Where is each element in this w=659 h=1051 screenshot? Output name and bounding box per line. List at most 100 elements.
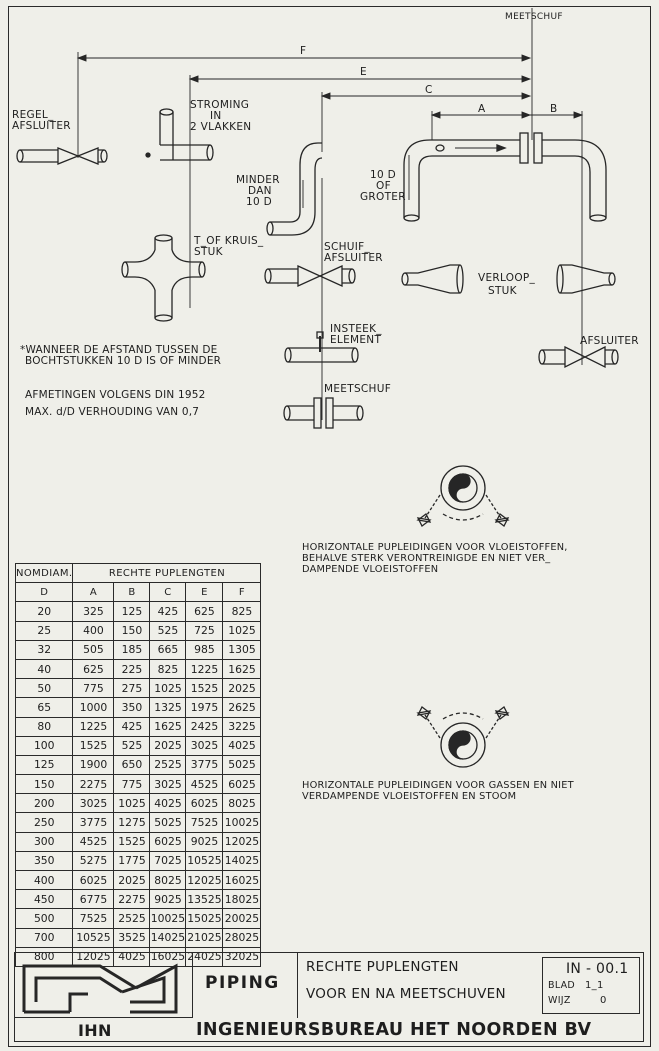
note-gas-1: HORIZONTALE PUPLEIDINGEN VOOR GASSEN EN … <box>302 780 574 791</box>
table-cell: 350 <box>113 697 151 718</box>
note-vloei-3: DAMPENDE VLOEISTOFFEN <box>302 564 439 575</box>
label-regel-1: REGEL_ <box>12 109 54 121</box>
dim-label-a: A <box>478 103 486 115</box>
table-cell: 505 <box>72 639 115 660</box>
table-cell: 500 <box>14 908 74 929</box>
table-cell: 40 <box>14 658 74 680</box>
table-column-header: F <box>222 582 262 603</box>
table-cell: 2625 <box>222 697 262 718</box>
table-cell: 2275 <box>113 889 151 910</box>
table-cell: 2275 <box>72 774 115 795</box>
blad-value: 1_1 <box>585 980 604 991</box>
table-cell: 1625 <box>222 658 262 680</box>
note-vloei-1: HORIZONTALE PUPLEIDINGEN VOOR VLOEISTOFF… <box>302 542 568 553</box>
label-minder-3: 10 D <box>246 196 272 208</box>
label-schuif-1: SCHUIF_ <box>324 241 371 253</box>
table-cell: 3025 <box>149 774 187 795</box>
table-cell: 2025 <box>113 869 151 891</box>
table-cell: 1525 <box>185 678 224 699</box>
table-cell: 10525 <box>72 927 115 948</box>
table-cell: 6025 <box>149 831 187 852</box>
label-stroming-2: IN <box>210 110 222 122</box>
table-cell: 20 <box>14 601 74 622</box>
table-cell: 1000 <box>72 697 115 718</box>
table-cell: 425 <box>113 716 151 737</box>
ihn-logo <box>22 963 178 1014</box>
table-cell: 14025 <box>149 927 187 948</box>
table-cell: 300 <box>14 831 74 852</box>
table-cell: 350 <box>14 850 74 872</box>
table-cell: 985 <box>185 639 224 660</box>
dimension-lines <box>76 8 584 420</box>
table-cell: 150 <box>113 620 151 641</box>
regel-afsluiter-symbol <box>16 147 108 165</box>
table-cell: 15025 <box>185 908 224 929</box>
wijz-label: WIJZ <box>548 995 571 1006</box>
table-cell: 525 <box>113 735 151 756</box>
table-cell: 9025 <box>185 831 224 852</box>
table-cell: 1025 <box>113 793 151 814</box>
table-column-header: D <box>14 582 74 603</box>
table-cell: 2025 <box>149 735 187 756</box>
table-cell: 5025 <box>222 754 262 776</box>
table-head-nomdiam: NOMDIAM. <box>14 562 74 584</box>
table-cell: 625 <box>185 601 224 622</box>
piping-label: PIPING <box>205 973 280 993</box>
label-stroming-1: STROMING <box>190 99 250 111</box>
table-head-group: RECHTE PUPLENGTEN <box>72 562 262 584</box>
label-insteek-1: INSTEEK_ <box>330 323 382 335</box>
table-cell: 3225 <box>222 716 262 737</box>
table-cell: 100 <box>14 735 74 756</box>
table-cell: 325 <box>72 601 115 622</box>
table-cell: 24025 <box>185 946 224 967</box>
blad-label: BLAD <box>548 980 576 991</box>
title-block <box>14 952 644 1042</box>
schuif-afsluiter-symbol <box>264 264 356 288</box>
wijz-value: 0 <box>600 995 607 1006</box>
dim-label-e: E <box>360 66 367 78</box>
drawing-frame <box>8 6 651 1047</box>
table-cell: 825 <box>222 601 262 622</box>
title-line-2: VOOR EN NA MEETSCHUVEN <box>306 986 506 1002</box>
table-cell: 825 <box>149 658 187 680</box>
table-cell: 525 <box>149 620 187 641</box>
label-verloop-1: VERLOOP_ <box>478 272 536 284</box>
table-cell: 80 <box>14 716 74 737</box>
table-cell: 400 <box>72 620 115 641</box>
label-meetschuf: MEETSCHUF <box>324 383 392 395</box>
table-cell: 3025 <box>185 735 224 756</box>
table-cell: 275 <box>113 678 151 699</box>
table-cell: 4025 <box>113 946 151 967</box>
table-cell: 8025 <box>149 869 187 891</box>
table-cell: 5275 <box>72 850 115 872</box>
table-cell: 32 <box>14 639 74 660</box>
table-cell: 6025 <box>222 774 262 795</box>
company-name: INGENIEURSBUREAU HET NOORDEN BV <box>196 1020 592 1040</box>
label-minder-1: MINDER <box>236 174 280 186</box>
table-column-header: B <box>113 582 151 603</box>
table-cell: 200 <box>14 793 74 814</box>
table-cell: 4525 <box>185 774 224 795</box>
table-cell: 1775 <box>113 850 151 872</box>
verloopstuk-symbols <box>401 264 616 294</box>
table-cell: 16025 <box>222 869 262 891</box>
sectie-gassen <box>416 706 510 768</box>
table-cell: 775 <box>113 774 151 795</box>
table-cell: 9025 <box>149 889 187 910</box>
table-cell: 1525 <box>113 831 151 852</box>
table-cell: 2425 <box>185 716 224 737</box>
